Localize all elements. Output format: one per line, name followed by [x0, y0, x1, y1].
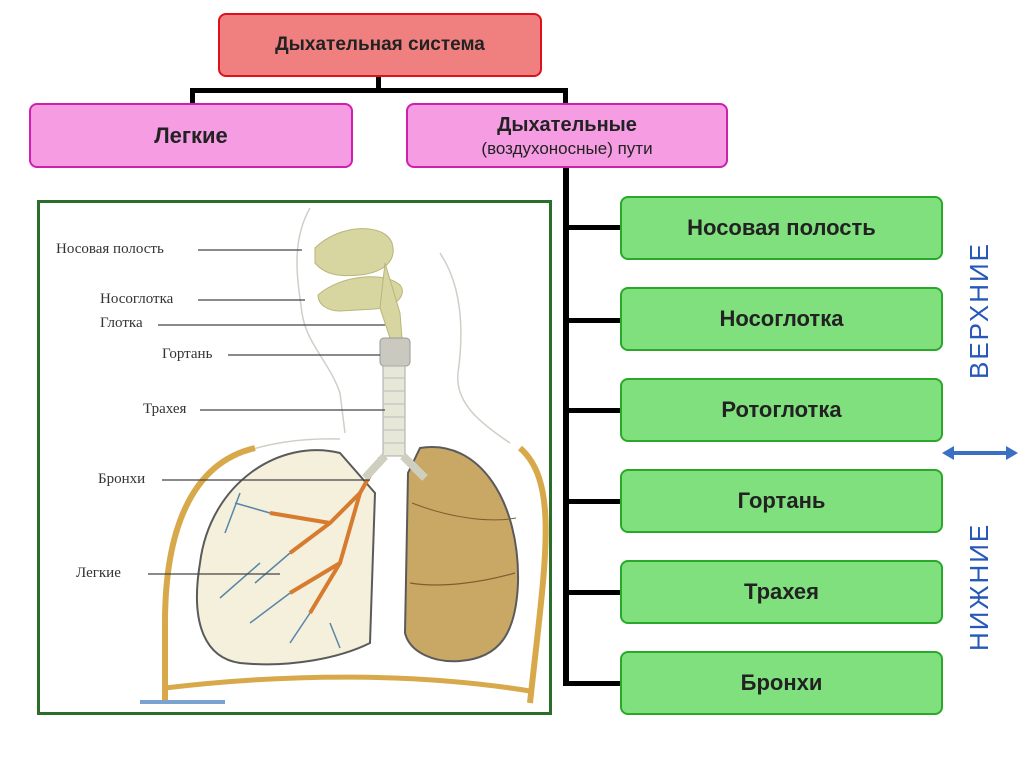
connector-branch-bar	[190, 88, 568, 93]
part-oropharynx: Ротоглотка	[620, 378, 943, 442]
part-label: Гортань	[737, 488, 826, 513]
part-bronchi: Бронхи	[620, 651, 943, 715]
connector-lungs-stem	[190, 88, 195, 104]
airways-label: Дыхательные	[497, 113, 637, 136]
airways-sublabel: (воздухоносные) пути	[481, 138, 653, 158]
connector-part-1	[563, 225, 621, 230]
respiratory-illustration: Носовая полость Носоглотка Глотка Гортан…	[37, 200, 552, 715]
upper-label: ВЕРХНИЕ	[964, 241, 994, 379]
lower-label: НИЖНИЕ	[964, 522, 994, 651]
illus-label-bronchi: Бронхи	[98, 471, 146, 487]
airways-node: Дыхательные (воздухоносные) пути	[406, 103, 728, 168]
illus-label-nasopharynx: Носоглотка	[100, 291, 174, 307]
connector-parts-trunk	[563, 168, 569, 686]
connector-part-5	[563, 590, 621, 595]
part-nasal-cavity: Носовая полость	[620, 196, 943, 260]
part-label: Трахея	[743, 579, 820, 604]
connector-part-6	[563, 681, 621, 686]
connector-part-3	[563, 408, 621, 413]
part-larynx: Гортань	[620, 469, 943, 533]
part-nasopharynx: Носоглотка	[620, 287, 943, 351]
connector-root-stem	[376, 77, 381, 93]
illus-label-trachea: Трахея	[143, 401, 187, 417]
lungs-label: Легкие	[154, 122, 228, 148]
lungs-node: Легкие	[29, 103, 353, 168]
illus-label-larynx: Гортань	[162, 346, 213, 362]
part-label: Носоглотка	[719, 306, 844, 331]
illus-label-nasal-cavity: Носовая полость	[56, 241, 164, 257]
double-arrow-icon	[942, 446, 1018, 460]
illus-label-pharynx: Глотка	[100, 315, 143, 331]
connector-airways-stem	[563, 88, 568, 104]
root-node: Дыхательная система	[218, 13, 542, 77]
part-label: Ротоглотка	[721, 397, 842, 422]
part-trachea: Трахея	[620, 560, 943, 624]
connector-part-4	[563, 499, 621, 504]
anatomy-drawing	[140, 207, 549, 704]
illus-label-lungs: Легкие	[76, 565, 121, 581]
connector-part-2	[563, 318, 621, 323]
part-label: Бронхи	[740, 670, 823, 695]
root-label: Дыхательная система	[275, 34, 485, 55]
part-label: Носовая полость	[687, 215, 876, 240]
